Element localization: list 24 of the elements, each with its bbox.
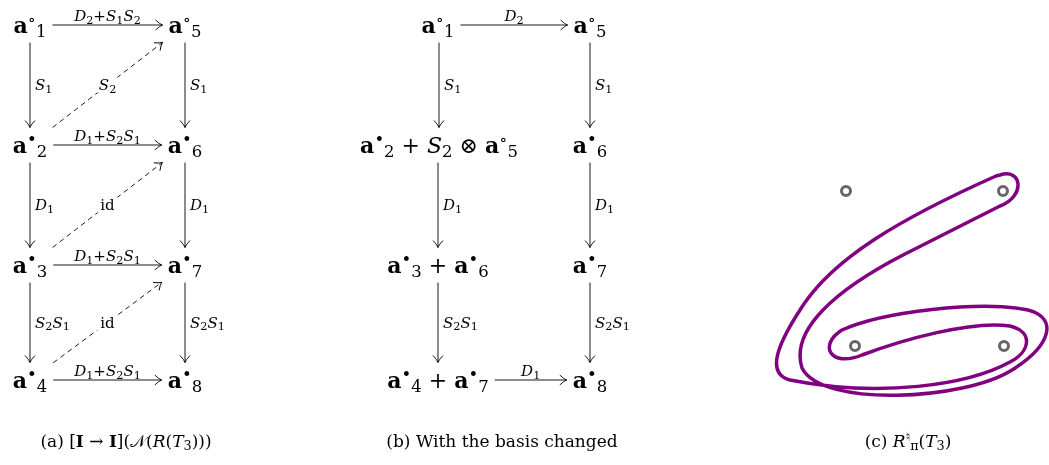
edge-label: D$_{1}$+S$_{2}$S$_{1}$	[74, 364, 141, 379]
edge-label: D$_{1}$	[190, 197, 210, 213]
edge-label: D$_{2}$	[504, 9, 524, 24]
edge-label: S$_{2}$S$_{1}$	[595, 315, 630, 330]
edge-label: D$_{1}$	[595, 197, 615, 213]
edge-label: S$_{1}$	[595, 77, 613, 93]
edge-label: id	[96, 315, 119, 330]
edge-label: D$_{1}$	[521, 364, 541, 379]
edge-label: S$_{2}$S$_{1}$	[443, 315, 478, 330]
edge-label: S$_{1}$	[444, 77, 462, 93]
edge-label: D$_{1}$	[35, 197, 55, 213]
edge-label: id	[96, 197, 119, 213]
subfigure-caption: (b) With the basis changed	[386, 430, 618, 454]
edge-label: D$_{1}$+S$_{2}$S$_{1}$	[74, 129, 141, 144]
edge-label: S$_{2}$S$_{1}$	[190, 315, 225, 330]
edge-label: S$_{2}$	[94, 77, 121, 93]
edge-label: D$_{1}$	[443, 197, 463, 213]
edge-label: S$_{1}$	[35, 77, 53, 93]
edge-label: S$_{2}$S$_{1}$	[35, 315, 70, 330]
edge-label: D$_{1}$+S$_{2}$S$_{1}$	[74, 249, 141, 264]
subfigure-caption: (a) [I → I](𝒩(R(T$_{3}$)))	[40, 430, 212, 455]
subfigure-caption: (c) R$^{♮}$$_{π}$(T$_{3}$)	[864, 429, 952, 455]
edge-label: S$_{1}$	[190, 77, 208, 93]
edge-label: D$_{2}$+S$_{1}$S$_{2}$	[74, 9, 141, 24]
